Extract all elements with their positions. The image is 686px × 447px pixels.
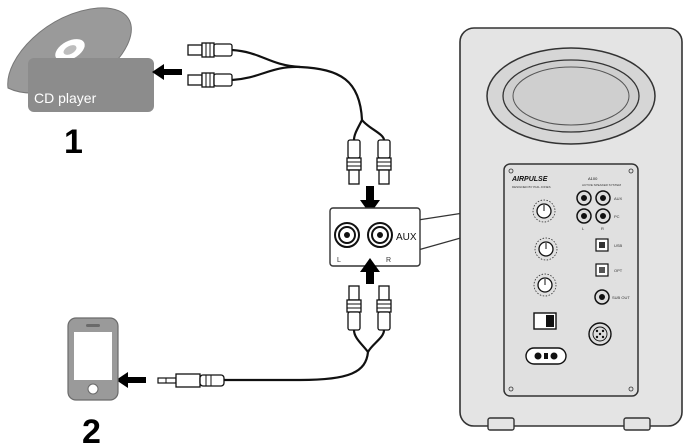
arrow-down-icon <box>360 186 380 214</box>
sub-out-label: SUB OUT <box>612 295 630 300</box>
power-switch-icon <box>533 312 557 330</box>
usb-label: USB <box>614 243 623 248</box>
speaker-subtitle: ACTIVE SPEAKER SYSTEM <box>582 183 622 187</box>
phone-rca-cable <box>224 329 386 382</box>
jack-left-label: L <box>582 226 585 231</box>
aux-jack-right <box>367 222 393 248</box>
rca-plug-bottom-right <box>376 285 392 331</box>
arrow-left-icon <box>152 64 182 80</box>
aux-right-label: R <box>386 257 391 264</box>
xlr-connector-icon <box>588 322 612 346</box>
rca-plug-cd-bottom <box>187 72 233 88</box>
jack-right-label: R <box>601 226 604 231</box>
rca-plug-top-left <box>346 139 362 185</box>
treble-knob-icon <box>534 237 558 261</box>
speaker-model: A100 <box>588 176 598 181</box>
smartphone-icon <box>67 317 119 401</box>
rca-jack-pc-l <box>576 208 592 224</box>
volume-knob-icon <box>532 199 556 223</box>
optical-port-icon <box>595 263 609 277</box>
aux-jack-left <box>334 222 360 248</box>
rca-jack-pc-r <box>595 208 611 224</box>
speaker-back-panel: AIRPULSE A100 DESIGNED BY PHIL JONES ACT… <box>503 163 639 397</box>
step-number-2: 2 <box>82 413 101 447</box>
bass-knob-icon <box>533 273 557 297</box>
cd-rca-cable <box>231 48 386 141</box>
sub-out-jack <box>594 289 610 305</box>
aux-input-panel: L R AUX <box>329 207 421 267</box>
arrow-up-icon <box>360 258 380 284</box>
aux-left-label: L <box>337 257 341 264</box>
mini-jack-plug <box>157 373 225 388</box>
arrow-left-icon <box>116 372 146 388</box>
opt-label: OPT <box>614 268 623 273</box>
step-number-1: 1 <box>64 123 83 161</box>
power-inlet-icon <box>525 347 567 365</box>
usb-port-icon <box>595 238 609 252</box>
pc-jack-label: PC <box>614 214 620 219</box>
cd-player-label: CD player <box>34 90 97 106</box>
bass-port <box>486 47 656 145</box>
rca-jack-aux-l <box>576 190 592 206</box>
rca-jack-aux-r <box>595 190 611 206</box>
speaker-brand: AIRPULSE <box>511 176 548 183</box>
aux-label: AUX <box>396 232 417 243</box>
cd-player: CD player 1 <box>7 7 154 161</box>
rca-plug-top-right <box>376 139 392 185</box>
rca-plug-bottom-left <box>346 285 362 331</box>
aux-jack-label: AUX <box>614 196 623 201</box>
cd-player-box <box>28 58 154 112</box>
rca-plug-cd-top <box>187 42 233 58</box>
speaker-tagline: DESIGNED BY PHIL JONES <box>512 185 551 189</box>
